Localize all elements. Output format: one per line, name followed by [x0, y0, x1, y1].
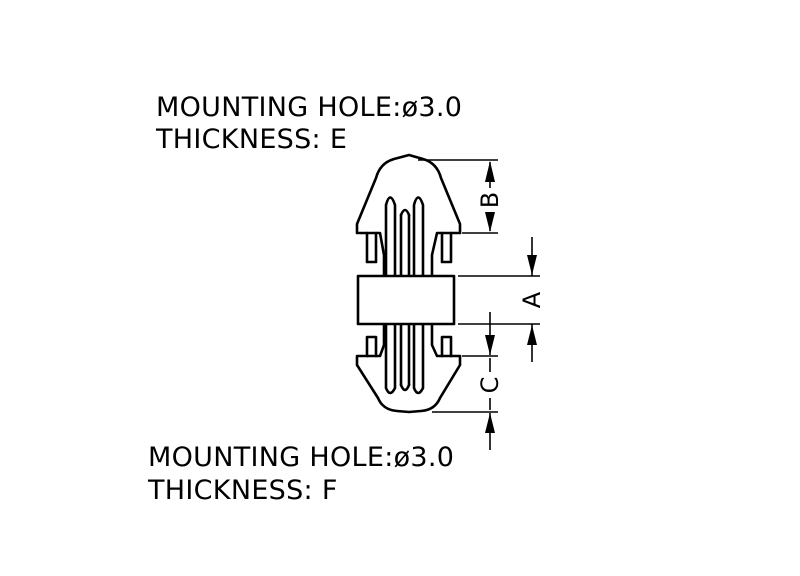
dim-c-arrow-bottom	[485, 413, 495, 433]
lower-right-slot	[412, 323, 425, 395]
dim-b-arrow-bottom	[485, 212, 495, 232]
upper-head-outline	[355, 153, 462, 277]
spacer-part	[355, 153, 462, 414]
lower-left-slot	[384, 323, 397, 395]
top-mounting-hole-note: MOUNTING HOLE:ø3.0	[156, 92, 462, 123]
lower-right-prong	[440, 335, 453, 358]
upper-left-prong	[365, 231, 378, 264]
bottom-mounting-hole-note: MOUNTING HOLE:ø3.0	[148, 442, 454, 473]
upper-right-slot	[412, 196, 425, 277]
top-thickness-note: THICKNESS: E	[155, 124, 347, 155]
dim-a-label: A	[518, 291, 546, 308]
lower-left-prong	[365, 335, 378, 358]
lower-snap-head	[355, 323, 462, 414]
dim-b-arrow-top	[485, 161, 495, 182]
dim-c-label: C	[476, 377, 504, 394]
lower-stem-tip	[399, 383, 411, 392]
dimension-b: B	[418, 159, 504, 234]
upper-snap-head	[355, 153, 462, 277]
dimension-c: C	[432, 312, 504, 450]
dimension-a: A	[458, 237, 546, 362]
bottom-thickness-note: THICKNESS: F	[147, 475, 338, 506]
dim-a-arrow-bottom	[527, 325, 537, 345]
lower-head-outline	[355, 323, 462, 414]
dim-c-arrow-top	[485, 335, 495, 355]
upper-stem-tip	[399, 208, 411, 217]
center-flange	[356, 274, 456, 326]
dim-b-label: B	[476, 192, 504, 208]
upper-left-slot	[384, 196, 397, 277]
upper-right-prong	[440, 231, 453, 264]
dim-a-arrow-top	[527, 255, 537, 275]
